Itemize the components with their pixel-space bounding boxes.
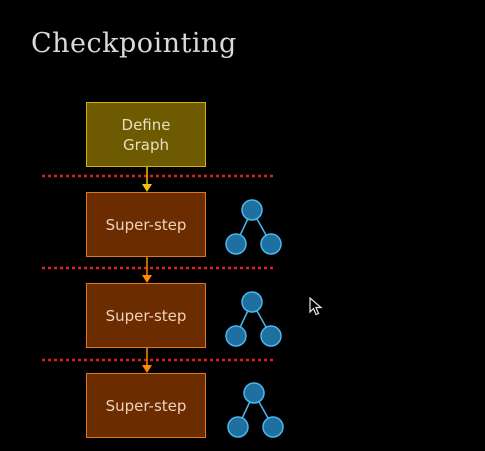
tree-icon	[227, 382, 284, 438]
tree-icon	[225, 291, 282, 347]
arrow-define-to-step1	[142, 167, 152, 192]
tree-icon	[225, 199, 282, 255]
arrow-step1-to-step2	[142, 257, 152, 283]
super-step-node-1: Super-step	[86, 192, 206, 257]
arrow-step2-to-step3	[142, 348, 152, 373]
super-step-node-3: Super-step	[86, 373, 206, 438]
define-graph-node: Define Graph	[86, 102, 206, 167]
page-title: Checkpointing	[31, 28, 237, 59]
super-step-node-2: Super-step	[86, 283, 206, 348]
cursor-icon	[309, 297, 323, 316]
